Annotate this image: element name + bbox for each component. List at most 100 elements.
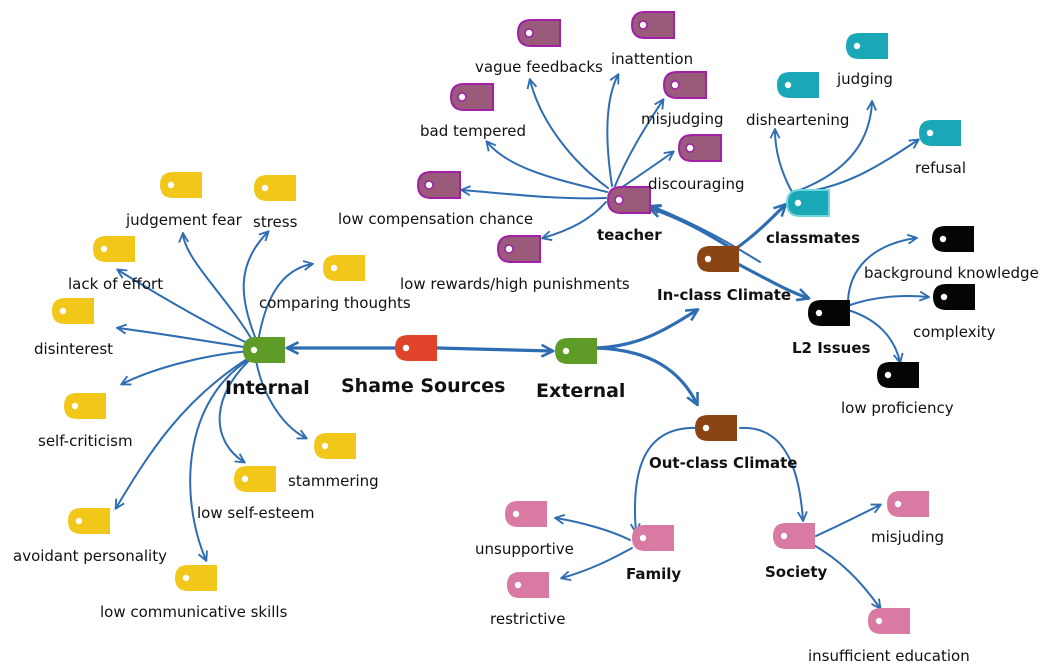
l2-item-low-proficiency: low proficiency bbox=[841, 399, 954, 417]
link-teacher-low-compensation bbox=[462, 190, 607, 200]
link-internal-comparing-thoughts bbox=[257, 264, 312, 343]
link-internal-lack-of-effort bbox=[118, 270, 254, 347]
link-internal-low-communicative-skills bbox=[189, 356, 254, 560]
out-class-climate-label: Out-class Climate bbox=[649, 454, 798, 472]
internal-item-tag-1 bbox=[254, 175, 296, 201]
teacher-item-tag-0 bbox=[516, 19, 561, 47]
classmates-item-refusal: refusal bbox=[915, 159, 967, 177]
link-internal-stress bbox=[242, 232, 268, 343]
link-outclass-family bbox=[635, 426, 701, 532]
internal-item-tag-6 bbox=[314, 433, 356, 459]
topic-tags bbox=[52, 11, 975, 634]
central-topic-label: Shame Sources bbox=[341, 375, 506, 397]
link-teacher-inattention bbox=[606, 75, 618, 187]
internal-item-tag-2 bbox=[93, 236, 135, 262]
classmates-item-tag-1 bbox=[777, 72, 819, 98]
classmates-item-tag-2 bbox=[919, 120, 961, 146]
link-teacher-vague-feedbacks bbox=[530, 80, 609, 189]
teacher-item-vague-feedbacks: vague feedbacks bbox=[475, 58, 603, 76]
link-l2-background bbox=[847, 238, 916, 301]
in-class-climate-node bbox=[697, 246, 739, 272]
link-inclass-l2 bbox=[732, 260, 808, 298]
l2-issues-label: L2 Issues bbox=[792, 339, 871, 357]
teacher-item-low-rewards-high-punishments: low rewards/high punishments bbox=[400, 275, 630, 293]
internal-item-judgement-fear: judgement fear bbox=[126, 211, 242, 229]
link-internal-avoidant-personality bbox=[116, 355, 253, 508]
internal-item-disinterest: disinterest bbox=[34, 340, 114, 358]
link-internal-low-self-esteem bbox=[218, 355, 255, 462]
l2-issues-node bbox=[808, 300, 850, 326]
link-internal-judgement-fear bbox=[183, 234, 256, 346]
internal-item-tag-7 bbox=[234, 466, 276, 492]
internal-item-tag-3 bbox=[323, 255, 365, 281]
link-l2-low-proficiency bbox=[847, 309, 900, 362]
link-external-inclass bbox=[595, 310, 697, 350]
link-inclass-classmates bbox=[732, 205, 785, 252]
link-internal-self-criticism bbox=[122, 350, 251, 384]
classmates-item-disheartening: disheartening bbox=[746, 111, 850, 129]
link-family-unsupportive bbox=[556, 518, 631, 541]
link-outclass-society bbox=[739, 426, 803, 520]
internal-item-tag-0 bbox=[160, 172, 202, 198]
link-classmates-disheartening bbox=[775, 130, 793, 193]
internal-item-tag-4 bbox=[52, 298, 94, 324]
society-label: Society bbox=[765, 563, 828, 581]
classmates-item-tag-0 bbox=[846, 33, 888, 59]
in-class-climate-label: In-class Climate bbox=[657, 286, 792, 304]
out-class-climate-node bbox=[695, 415, 737, 441]
internal-item-stammering: stammering bbox=[288, 472, 379, 490]
internal-item-low-communicative-skills: low communicative skills bbox=[100, 603, 288, 621]
teacher-item-tag-1 bbox=[630, 11, 675, 39]
internal-item-low-self-esteem: low self-esteem bbox=[197, 504, 315, 522]
connector-lines bbox=[116, 75, 928, 608]
external-branch-label: External bbox=[536, 380, 626, 402]
classmates-item-judging: judging bbox=[837, 70, 893, 88]
teacher-item-tag-4 bbox=[677, 134, 722, 162]
link-internal-stammering bbox=[254, 353, 306, 438]
family-item-unsupportive: unsupportive bbox=[475, 540, 574, 558]
link-society-insufficient-education bbox=[811, 543, 880, 608]
internal-item-tag-8 bbox=[68, 508, 110, 534]
internal-item-tag-9 bbox=[175, 565, 217, 591]
link-teacher-low-rewards bbox=[543, 201, 607, 238]
link-teacher-discouraging bbox=[617, 152, 673, 191]
teacher-item-misjudging: misjudging bbox=[641, 110, 724, 128]
teacher-item-bad-tempered: bad tempered bbox=[420, 122, 527, 140]
teacher-item-discouraging: discouraging bbox=[648, 175, 745, 193]
l2-item-complexity: complexity bbox=[913, 323, 996, 341]
internal-item-tag-5 bbox=[64, 393, 106, 419]
link-l2-complexity bbox=[849, 296, 928, 306]
society-item-tag-0 bbox=[887, 491, 929, 517]
link-family-restrictive bbox=[562, 547, 633, 578]
society-item-insufficient-education: insufficient education bbox=[808, 647, 970, 665]
link-teacher-l2 bbox=[652, 206, 761, 263]
family-item-tag-1 bbox=[507, 572, 549, 598]
link-society-misjuding bbox=[815, 505, 880, 537]
link-inclass-teacher bbox=[650, 208, 736, 252]
external-node bbox=[555, 338, 597, 364]
teacher-node bbox=[606, 186, 651, 214]
family-label: Family bbox=[626, 565, 682, 583]
teacher-label: teacher bbox=[597, 226, 662, 244]
family-node bbox=[632, 525, 674, 551]
link-classmates-judging bbox=[799, 102, 872, 191]
link-teacher-misjudging bbox=[614, 100, 663, 187]
link-external-outclass bbox=[595, 346, 697, 404]
link-root-external bbox=[435, 348, 552, 351]
family-item-restrictive: restrictive bbox=[490, 610, 566, 628]
internal-branch-label: Internal bbox=[225, 377, 310, 399]
root-node bbox=[395, 335, 437, 361]
classmates-label: classmates bbox=[766, 229, 861, 247]
society-item-tag-1 bbox=[868, 608, 910, 634]
classmates-node bbox=[785, 189, 830, 217]
society-node bbox=[773, 523, 815, 549]
l2-item-background-knowledge: background knowledge bbox=[864, 264, 1039, 282]
internal-item-lack-of-effort: lack of effort bbox=[68, 275, 164, 293]
l2-item-tag-0 bbox=[932, 226, 974, 252]
link-teacher-bad-tempered bbox=[487, 142, 608, 193]
teacher-item-tag-5 bbox=[416, 171, 461, 199]
link-classmates-refusal bbox=[804, 140, 918, 193]
society-item-misjuding: misjuding bbox=[871, 528, 944, 546]
